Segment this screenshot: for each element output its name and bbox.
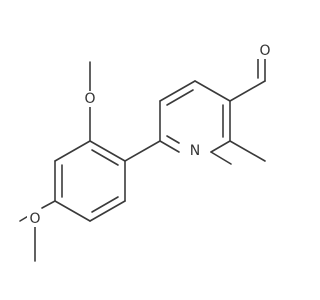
methyl-bond-end (229, 140, 266, 162)
bond-c5-c4 (194, 80, 231, 102)
methoxy-bottom-bond-1 (41, 200, 56, 209)
methoxy-top-oxygen-label: O (84, 91, 95, 107)
pyridine-nitrogen-label: N (190, 143, 200, 159)
methyl-bond (210, 151, 232, 165)
bond-n-c1-double (166, 135, 180, 144)
bond-n-c1 (159, 140, 180, 153)
bond-p2-p3 (54, 140, 91, 162)
bond-c3-c2 (210, 140, 231, 153)
aldehyde-group (229, 51, 266, 102)
bond-p1-p2 (89, 140, 126, 162)
pyridine-ring (159, 80, 231, 153)
atom-labels: O N O O (27, 43, 273, 227)
phenyl-ring (54, 140, 126, 222)
methoxy-bottom-oxygen-label: O (29, 211, 40, 227)
bond-c6-c5 (159, 80, 196, 102)
bond-p5-p6-double (91, 196, 119, 213)
bond-p5-p6 (89, 200, 126, 222)
molecule-structure-diagram: O N O O (19, 43, 273, 262)
bond-c6-c5-double (166, 89, 194, 106)
aldehyde-oxygen-label: O (259, 43, 270, 59)
bond-p4-p5 (54, 200, 91, 222)
bond-p1-p2-double (91, 149, 119, 166)
biaryl-bond (124, 140, 161, 162)
bond-ring-cho (229, 80, 266, 102)
